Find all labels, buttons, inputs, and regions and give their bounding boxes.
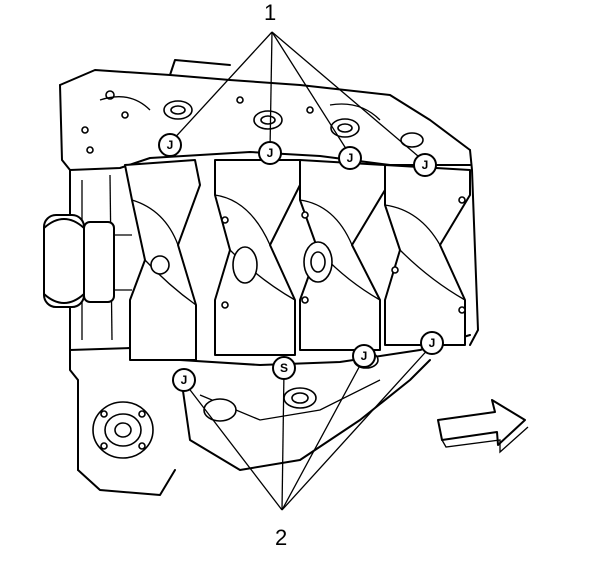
badge-bottom-4-label: J — [429, 336, 436, 350]
badge-top-4: J — [413, 153, 437, 177]
badge-top-1: J — [158, 133, 182, 157]
badge-bottom-3: J — [352, 344, 376, 368]
right-arrow-icon — [437, 399, 529, 454]
badge-top-3: J — [338, 146, 362, 170]
badge-top-4-label: J — [422, 158, 429, 172]
badge-bottom-3-label: J — [361, 349, 368, 363]
callout-1-label: 1 — [264, 0, 276, 25]
callout-1-leaders — [169, 31, 426, 163]
badge-bottom-1: J — [172, 368, 196, 392]
badge-bottom-4: J — [420, 331, 444, 355]
callout-2-leaders — [183, 344, 433, 511]
badge-bottom-2-label: S — [280, 361, 288, 375]
badge-top-3-label: J — [347, 151, 354, 165]
top-badges: J J J J — [158, 133, 437, 177]
badge-top-2: J — [258, 141, 282, 165]
badge-bottom-2: S — [272, 356, 296, 380]
badge-top-2-label: J — [267, 146, 274, 160]
callout-2-label: 2 — [275, 525, 287, 550]
badge-top-1-label: J — [167, 138, 174, 152]
rear-main-journal — [43, 214, 132, 308]
deck-details — [81, 90, 424, 154]
main-bearing-caps — [124, 159, 471, 361]
lower-block-details — [92, 351, 379, 459]
badge-bottom-1-label: J — [181, 373, 188, 387]
bottom-badges: J S J J — [172, 331, 444, 392]
